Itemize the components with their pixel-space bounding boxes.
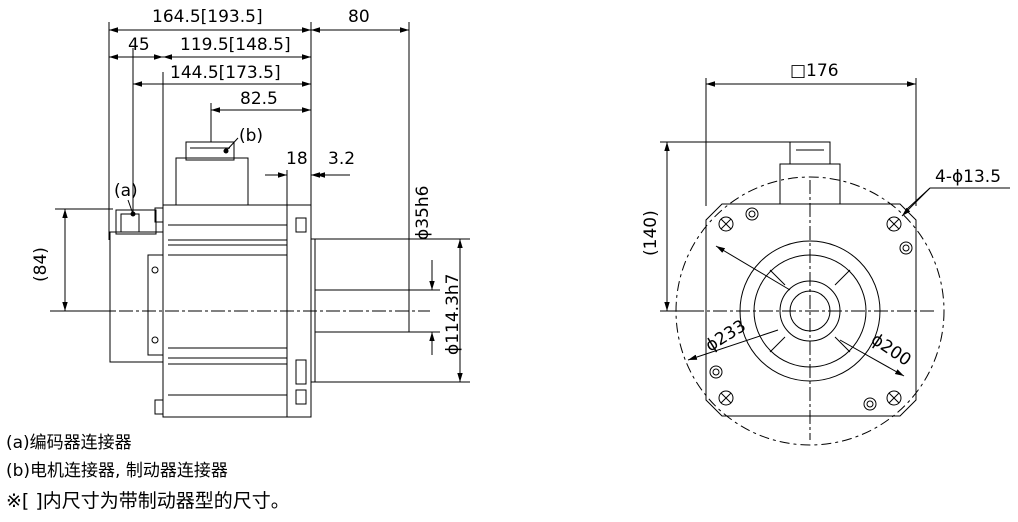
label-connector-b: (b) [239,126,263,146]
dim-flange-square: □176 [790,61,839,81]
dim-shaft-diameter: ϕ35h6 [413,186,433,240]
dim-flange-thickness: 18 [286,149,308,169]
front-view [660,78,1010,446]
dim-outer-diameter: ϕ233 [702,316,750,356]
dim-to-flange: 144.5[173.5] [170,63,281,83]
dim-encoder-height: (84) [31,247,51,282]
dim-connector-height: (140) [641,210,661,256]
dim-shaft-length: 80 [348,7,370,27]
label-connector-a: (a) [114,181,138,201]
note-encoder-connector: (a)编码器连接器 [6,433,132,453]
note-motor-connector: (b)电机连接器, 制动器连接器 [6,461,228,481]
dim-overall-length: 164.5[193.5] [152,7,263,27]
dim-encoder-offset: 45 [128,35,150,55]
dim-mount-holes: 4-ϕ13.5 [935,167,1001,187]
dim-body-length: 119.5[148.5] [180,35,291,55]
dim-spigot-diameter: ϕ114.3h7 [443,274,463,355]
side-view [50,22,470,418]
dim-spigot-depth: 3.2 [328,149,355,169]
dim-pcd: ϕ200 [867,330,914,371]
note-brake-dimensions: ※[ ]内尺寸为带制动器型的尺寸。 [6,490,290,512]
dim-connector-b-pos: 82.5 [240,89,278,109]
